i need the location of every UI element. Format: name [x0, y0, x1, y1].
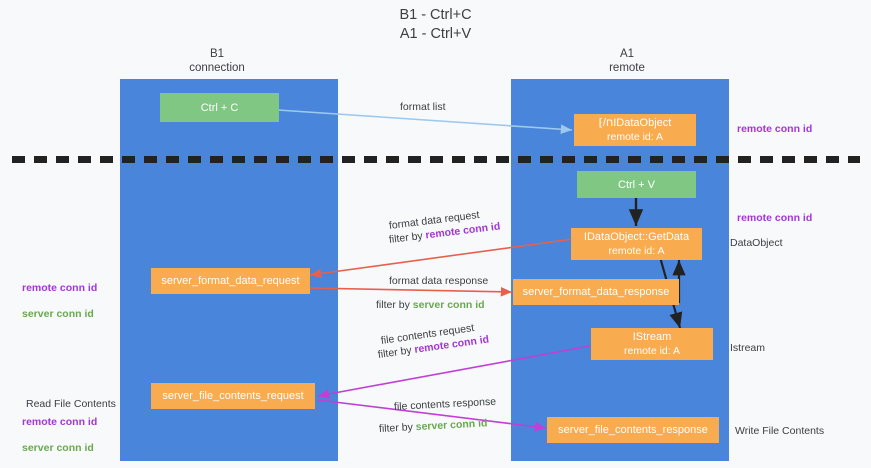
- node-file-request-label: server_file_contents_request: [162, 390, 304, 402]
- annotation-right-remote-conn-id-top: remote conn id: [737, 123, 813, 135]
- node-server-file-contents-response[interactable]: server_file_contents_response: [547, 417, 719, 443]
- node-server-format-data-request[interactable]: server_format_data_request: [151, 268, 310, 294]
- right-column-header: A1 remote: [609, 48, 645, 74]
- annotation-left-remote-conn-id-text: remote conn id: [22, 282, 98, 294]
- filter-prefix: filter by: [376, 299, 413, 311]
- node-istream-line2: remote id: A: [623, 345, 681, 357]
- filter-prefix: filter by: [378, 421, 417, 435]
- node-idataobject[interactable]: ⁅/חIDataObject remote id: A: [574, 114, 696, 146]
- edge-format-list: [277, 109, 573, 135]
- edge-label-format-data-response-filter: filter by server conn id: [376, 298, 485, 312]
- edge-file-contents-response: [317, 399, 547, 432]
- annotation-right-dataobject: DataObject: [730, 237, 783, 249]
- edge-format-data-request: [309, 238, 574, 279]
- filter-key-server-conn-id: server conn id: [415, 417, 488, 434]
- separator-dashed-line: [12, 156, 860, 163]
- node-file-response-label: server_file_contents_response: [558, 424, 708, 436]
- annotation-read-file-contents-title: Read File Contents: [26, 398, 116, 410]
- edge-label-format-data-response-text: format data response: [389, 275, 489, 287]
- filter-key-server-conn-id: server conn id: [412, 299, 485, 311]
- node-ctrl-c[interactable]: Ctrl + C: [160, 93, 279, 122]
- edge-file-contents-request: [317, 345, 591, 399]
- annotation-right-remote-conn-id-mid: remote conn id: [737, 212, 813, 224]
- diagram-title: B1 - Ctrl+C A1 - Ctrl+V: [399, 7, 472, 42]
- node-istream[interactable]: IStream remote id: A: [591, 328, 713, 360]
- annotation-right-write-file-contents: Write File Contents: [735, 425, 825, 437]
- node-ctrl-c-label: Ctrl + C: [200, 101, 239, 114]
- edge-label-format-list: format list: [400, 101, 446, 113]
- node-ctrl-v[interactable]: Ctrl + V: [577, 171, 696, 198]
- annotation-read-file-contents: Read File Contents: [26, 385, 116, 424]
- annotation-left-read-conn-ids: remote conn id server conn id: [22, 403, 97, 468]
- edge-format-data-response: [309, 286, 513, 297]
- left-column-header: B1 connection: [189, 48, 245, 74]
- node-idataobject-line1: ⁅/חIDataObject: [598, 117, 672, 129]
- annotation-left-server-conn-id-text: server conn id: [22, 308, 94, 320]
- node-server-format-data-response[interactable]: server_format_data_response: [513, 279, 679, 305]
- node-format-response-label: server_format_data_response: [522, 286, 670, 298]
- annotation-right-istream: Istream: [730, 342, 766, 354]
- node-ctrl-v-label: Ctrl + V: [618, 178, 655, 191]
- node-server-file-contents-request[interactable]: server_file_contents_request: [151, 383, 315, 409]
- annotation-left-read-server-conn-id: server conn id: [22, 442, 94, 454]
- edge-label-format-data-response: format data response: [389, 274, 488, 288]
- node-getdata-line2: remote id: A: [608, 245, 665, 257]
- annotation-left-remote-conn-id: remote conn id server conn id: [22, 269, 97, 334]
- annotation-left-read-remote-conn-id: remote conn id: [22, 416, 98, 428]
- node-idataobject-getdata[interactable]: IDataObject::GetData remote id: A: [571, 228, 702, 260]
- node-istream-line1: IStream: [632, 331, 672, 343]
- node-getdata-line1: IDataObject::GetData: [583, 231, 690, 243]
- node-format-request-label: server_format_data_request: [161, 275, 300, 287]
- node-idataobject-line2: remote id: A: [606, 131, 664, 143]
